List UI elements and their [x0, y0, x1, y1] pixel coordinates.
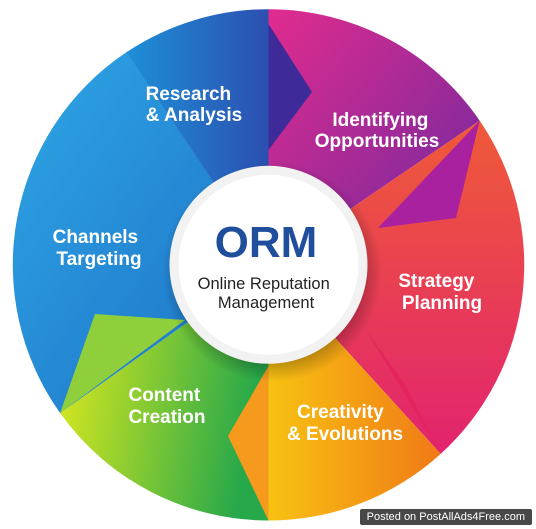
center-title: ORM — [215, 218, 318, 267]
segment-label-research: Research & Analysis — [146, 84, 243, 126]
segment-labels: Research & Analysis Identifying Opportun… — [53, 84, 483, 445]
segment-label-line: Identifying — [332, 110, 428, 131]
watermark: Posted on PostAllAds4Free.com — [359, 509, 532, 525]
segment-strategy-wedge — [268, 120, 525, 454]
segment-creativity-arrow — [366, 330, 441, 454]
center-hub: ORM Online Reputation Management — [162, 162, 382, 382]
segment-strategy-arrow — [378, 120, 480, 228]
segment-label-identifying: Identifying Opportunities — [315, 110, 440, 152]
segment-identifying-arrow — [268, 24, 312, 150]
center-subtitle-line: Online Reputation — [198, 275, 330, 293]
segment-label-line: Creation — [128, 407, 205, 428]
segment-label-strategy: Strategy Planning — [398, 271, 482, 314]
segment-label-line: Targeting — [56, 249, 141, 270]
segment-label-channels: Channels Targeting — [53, 227, 144, 270]
segment-label-line: Research — [146, 84, 232, 105]
segment-label-line: & Evolutions — [287, 424, 403, 445]
center-subtitle-line: Management — [218, 294, 315, 312]
center-subtitle: Online Reputation Management — [198, 275, 335, 312]
segment-label-line: Opportunities — [315, 131, 440, 152]
segment-label-line: Planning — [402, 293, 482, 314]
segment-label-creativity: Creativity & Evolutions — [287, 402, 403, 445]
segment-label-line: Channels — [53, 227, 139, 248]
segment-label-line: Strategy — [398, 271, 474, 292]
segment-channels-fold — [60, 314, 185, 413]
segment-label-line: & Analysis — [146, 105, 242, 126]
segment-content-notch — [228, 366, 269, 521]
segment-channels-wedge — [12, 52, 269, 414]
segment-label-line: Creativity — [297, 402, 384, 423]
segment-label-line: Content — [128, 385, 200, 406]
center-circle — [178, 174, 359, 355]
segment-label-content: Content Creation — [128, 385, 205, 428]
